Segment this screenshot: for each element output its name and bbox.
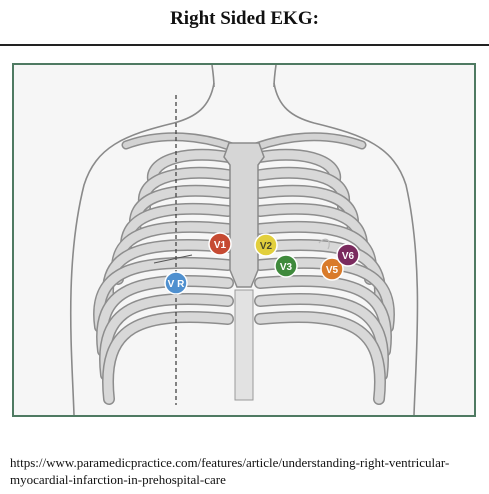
source-url: https://www.paramedicpractice.com/featur… — [10, 454, 480, 488]
neck-outline — [212, 65, 276, 87]
rib-fill — [108, 317, 228, 399]
electrode-v2: V2 — [255, 234, 277, 256]
svg-text:V5: V5 — [326, 265, 339, 276]
svg-text:V2: V2 — [260, 241, 273, 252]
svg-text:V R: V R — [168, 279, 185, 290]
electrode-v1: V1 — [209, 233, 231, 255]
electrode-vr: V R — [165, 272, 187, 294]
title-divider — [0, 44, 489, 46]
electrode-v3: V3 — [275, 255, 297, 277]
ekg-lead-placement-diagram: V1 V2 V3 V5 V6 V R — [12, 63, 476, 417]
rib-fill — [260, 317, 380, 399]
page-title: Right Sided EKG: — [0, 8, 489, 30]
sternum — [224, 143, 264, 287]
spine — [235, 290, 253, 400]
svg-text:V3: V3 — [280, 262, 293, 273]
svg-text:V1: V1 — [214, 240, 227, 251]
electrode-v6: V6 — [337, 244, 359, 266]
svg-text:V6: V6 — [342, 251, 355, 262]
